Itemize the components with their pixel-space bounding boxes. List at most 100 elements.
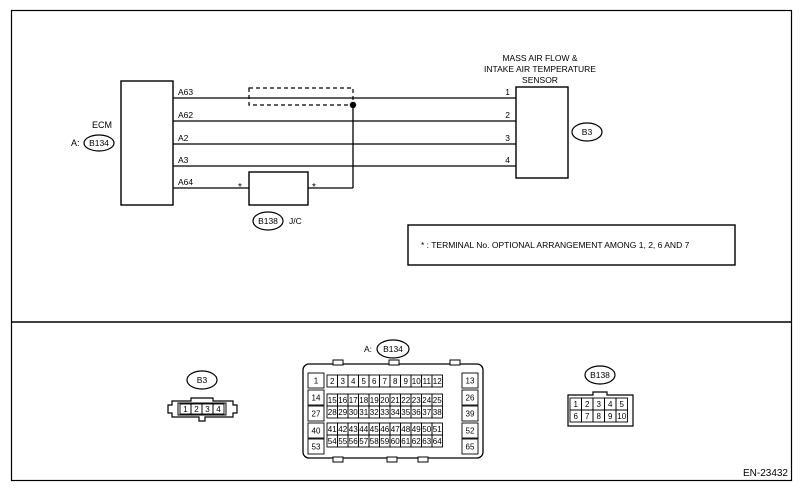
b134-pin-number: 17 xyxy=(349,396,358,405)
diagram-frame xyxy=(10,9,793,482)
b134-side-pin-cell xyxy=(461,438,479,455)
b134-pin-number: 44 xyxy=(359,425,368,434)
b3-pin-number: 3 xyxy=(205,405,210,414)
b134-pin-number: 25 xyxy=(433,396,442,405)
b134-side-pin-number: 52 xyxy=(466,427,475,436)
b134-pin-number: 9 xyxy=(404,377,409,386)
ecm-connector-label: B134 xyxy=(89,138,109,148)
b134-pin-number: 48 xyxy=(401,425,410,434)
b134-pin-number: 42 xyxy=(338,425,347,434)
sensor-pin-label: 4 xyxy=(505,155,510,165)
joint-connector-type: J/C xyxy=(289,216,302,226)
b134-side-pin-cell xyxy=(307,372,325,389)
b134-latch xyxy=(417,456,429,463)
b134-pin-number: 10 xyxy=(412,377,421,386)
b134-prefix: A: xyxy=(364,344,372,354)
b134-pin-number: 47 xyxy=(391,425,400,434)
b134-pin-cell xyxy=(431,374,443,388)
b134-side-pin-cell xyxy=(307,405,325,422)
sensor-connector-label: B3 xyxy=(582,127,593,137)
b138-pin-number: 9 xyxy=(608,412,613,421)
b134-pin-number: 49 xyxy=(412,425,421,434)
b3-label: B3 xyxy=(197,375,208,385)
b134-pin-number: 24 xyxy=(422,396,431,405)
b134-side-pin-cell xyxy=(461,405,479,422)
sensor-title-line-2: INTAKE AIR TEMPERATURE xyxy=(484,64,596,74)
b134-pin-number: 58 xyxy=(370,437,379,446)
ecm-pin-label: A3 xyxy=(178,155,189,165)
b134-pin-number: 64 xyxy=(433,437,442,446)
joint-connector-badge xyxy=(252,211,284,231)
joint-connector: * * B138 J/C xyxy=(238,171,316,231)
joint-star-right: * xyxy=(312,182,316,193)
sensor-title-line-3: SENSOR xyxy=(522,75,558,85)
joint-connector-label: B138 xyxy=(258,216,278,226)
sensor-pin-label: 3 xyxy=(505,133,510,143)
b134-side-pin-number: 27 xyxy=(312,410,321,419)
b134-pin-number: 54 xyxy=(328,437,337,446)
b134-latch xyxy=(386,456,398,463)
b3-pin-cell xyxy=(212,403,225,415)
ecm-title: ECM xyxy=(92,120,112,130)
b3-housing xyxy=(167,397,238,422)
b134-pin-number: 36 xyxy=(412,408,421,417)
b134-pin-number: 50 xyxy=(422,425,431,434)
b134-pin-number: 33 xyxy=(380,408,389,417)
figure-id: EN-23432 xyxy=(743,468,788,479)
b138-badge xyxy=(584,365,616,385)
sensor-unit: MASS AIR FLOW & INTAKE AIR TEMPERATURE S… xyxy=(484,53,603,179)
b134-pin-number: 30 xyxy=(349,408,358,417)
b134-pin-number: 3 xyxy=(341,377,346,386)
b134-pin-number: 31 xyxy=(359,408,368,417)
b134-pin-number: 8 xyxy=(393,377,398,386)
b134-pin-number: 21 xyxy=(391,396,400,405)
b138-pin-number: 8 xyxy=(597,412,602,421)
b134-pin-number: 62 xyxy=(412,437,421,446)
b134-pin-number: 34 xyxy=(391,408,400,417)
ecm-pin-label: A64 xyxy=(178,177,193,187)
b138-pin-number: 10 xyxy=(617,412,626,421)
note-box xyxy=(407,224,736,266)
b134-side-pin-number: 39 xyxy=(466,410,475,419)
b134-label: B134 xyxy=(383,344,403,354)
sensor-box xyxy=(515,86,569,179)
b134-latch xyxy=(388,359,400,366)
ecm-pin-label: A62 xyxy=(178,110,193,120)
b134-pin-number: 7 xyxy=(383,377,388,386)
ecm-unit: ECM A: B134 xyxy=(71,80,174,206)
b134-pin-number: 6 xyxy=(372,377,377,386)
b134-side-pin-cell xyxy=(307,389,325,406)
b134-pin-number: 2 xyxy=(330,377,335,386)
ecm-pin-label: A2 xyxy=(178,133,189,143)
b134-side-pin-number: 65 xyxy=(466,443,475,452)
b134-pin-number: 16 xyxy=(338,396,347,405)
b134-pin-number: 45 xyxy=(370,425,379,434)
b134-pin-number: 29 xyxy=(338,408,347,417)
b3-pin-number: 4 xyxy=(216,405,221,414)
b134-pin-number: 35 xyxy=(401,408,410,417)
b134-pin-number: 12 xyxy=(433,377,442,386)
b3-pin-frame xyxy=(177,402,227,416)
b134-pin-number: 28 xyxy=(328,408,337,417)
ecm-connector-prefix: A: xyxy=(71,138,80,148)
b134-pin-number: 22 xyxy=(401,396,410,405)
sensor-pin-label: 1 xyxy=(505,87,510,97)
b134-pin-number: 57 xyxy=(359,437,368,446)
joint-star-left: * xyxy=(238,182,242,193)
b134-side-pin-number: 53 xyxy=(312,443,321,452)
b134-side-pin-number: 26 xyxy=(466,394,475,403)
b134-side-pin-number: 1 xyxy=(314,377,319,386)
b3-pin-number: 2 xyxy=(194,405,199,414)
b134-pin-number: 11 xyxy=(423,377,432,386)
b134-pin-number: 41 xyxy=(328,425,337,434)
b138-label: B138 xyxy=(590,370,610,380)
sensor-connector-badge xyxy=(571,122,603,142)
b138-pin-number: 5 xyxy=(620,400,625,409)
b134-pin-number: 63 xyxy=(422,437,431,446)
note-text: * : TERMINAL No. OPTIONAL ARRANGEMENT AM… xyxy=(421,240,690,250)
wire-harness xyxy=(173,97,516,189)
